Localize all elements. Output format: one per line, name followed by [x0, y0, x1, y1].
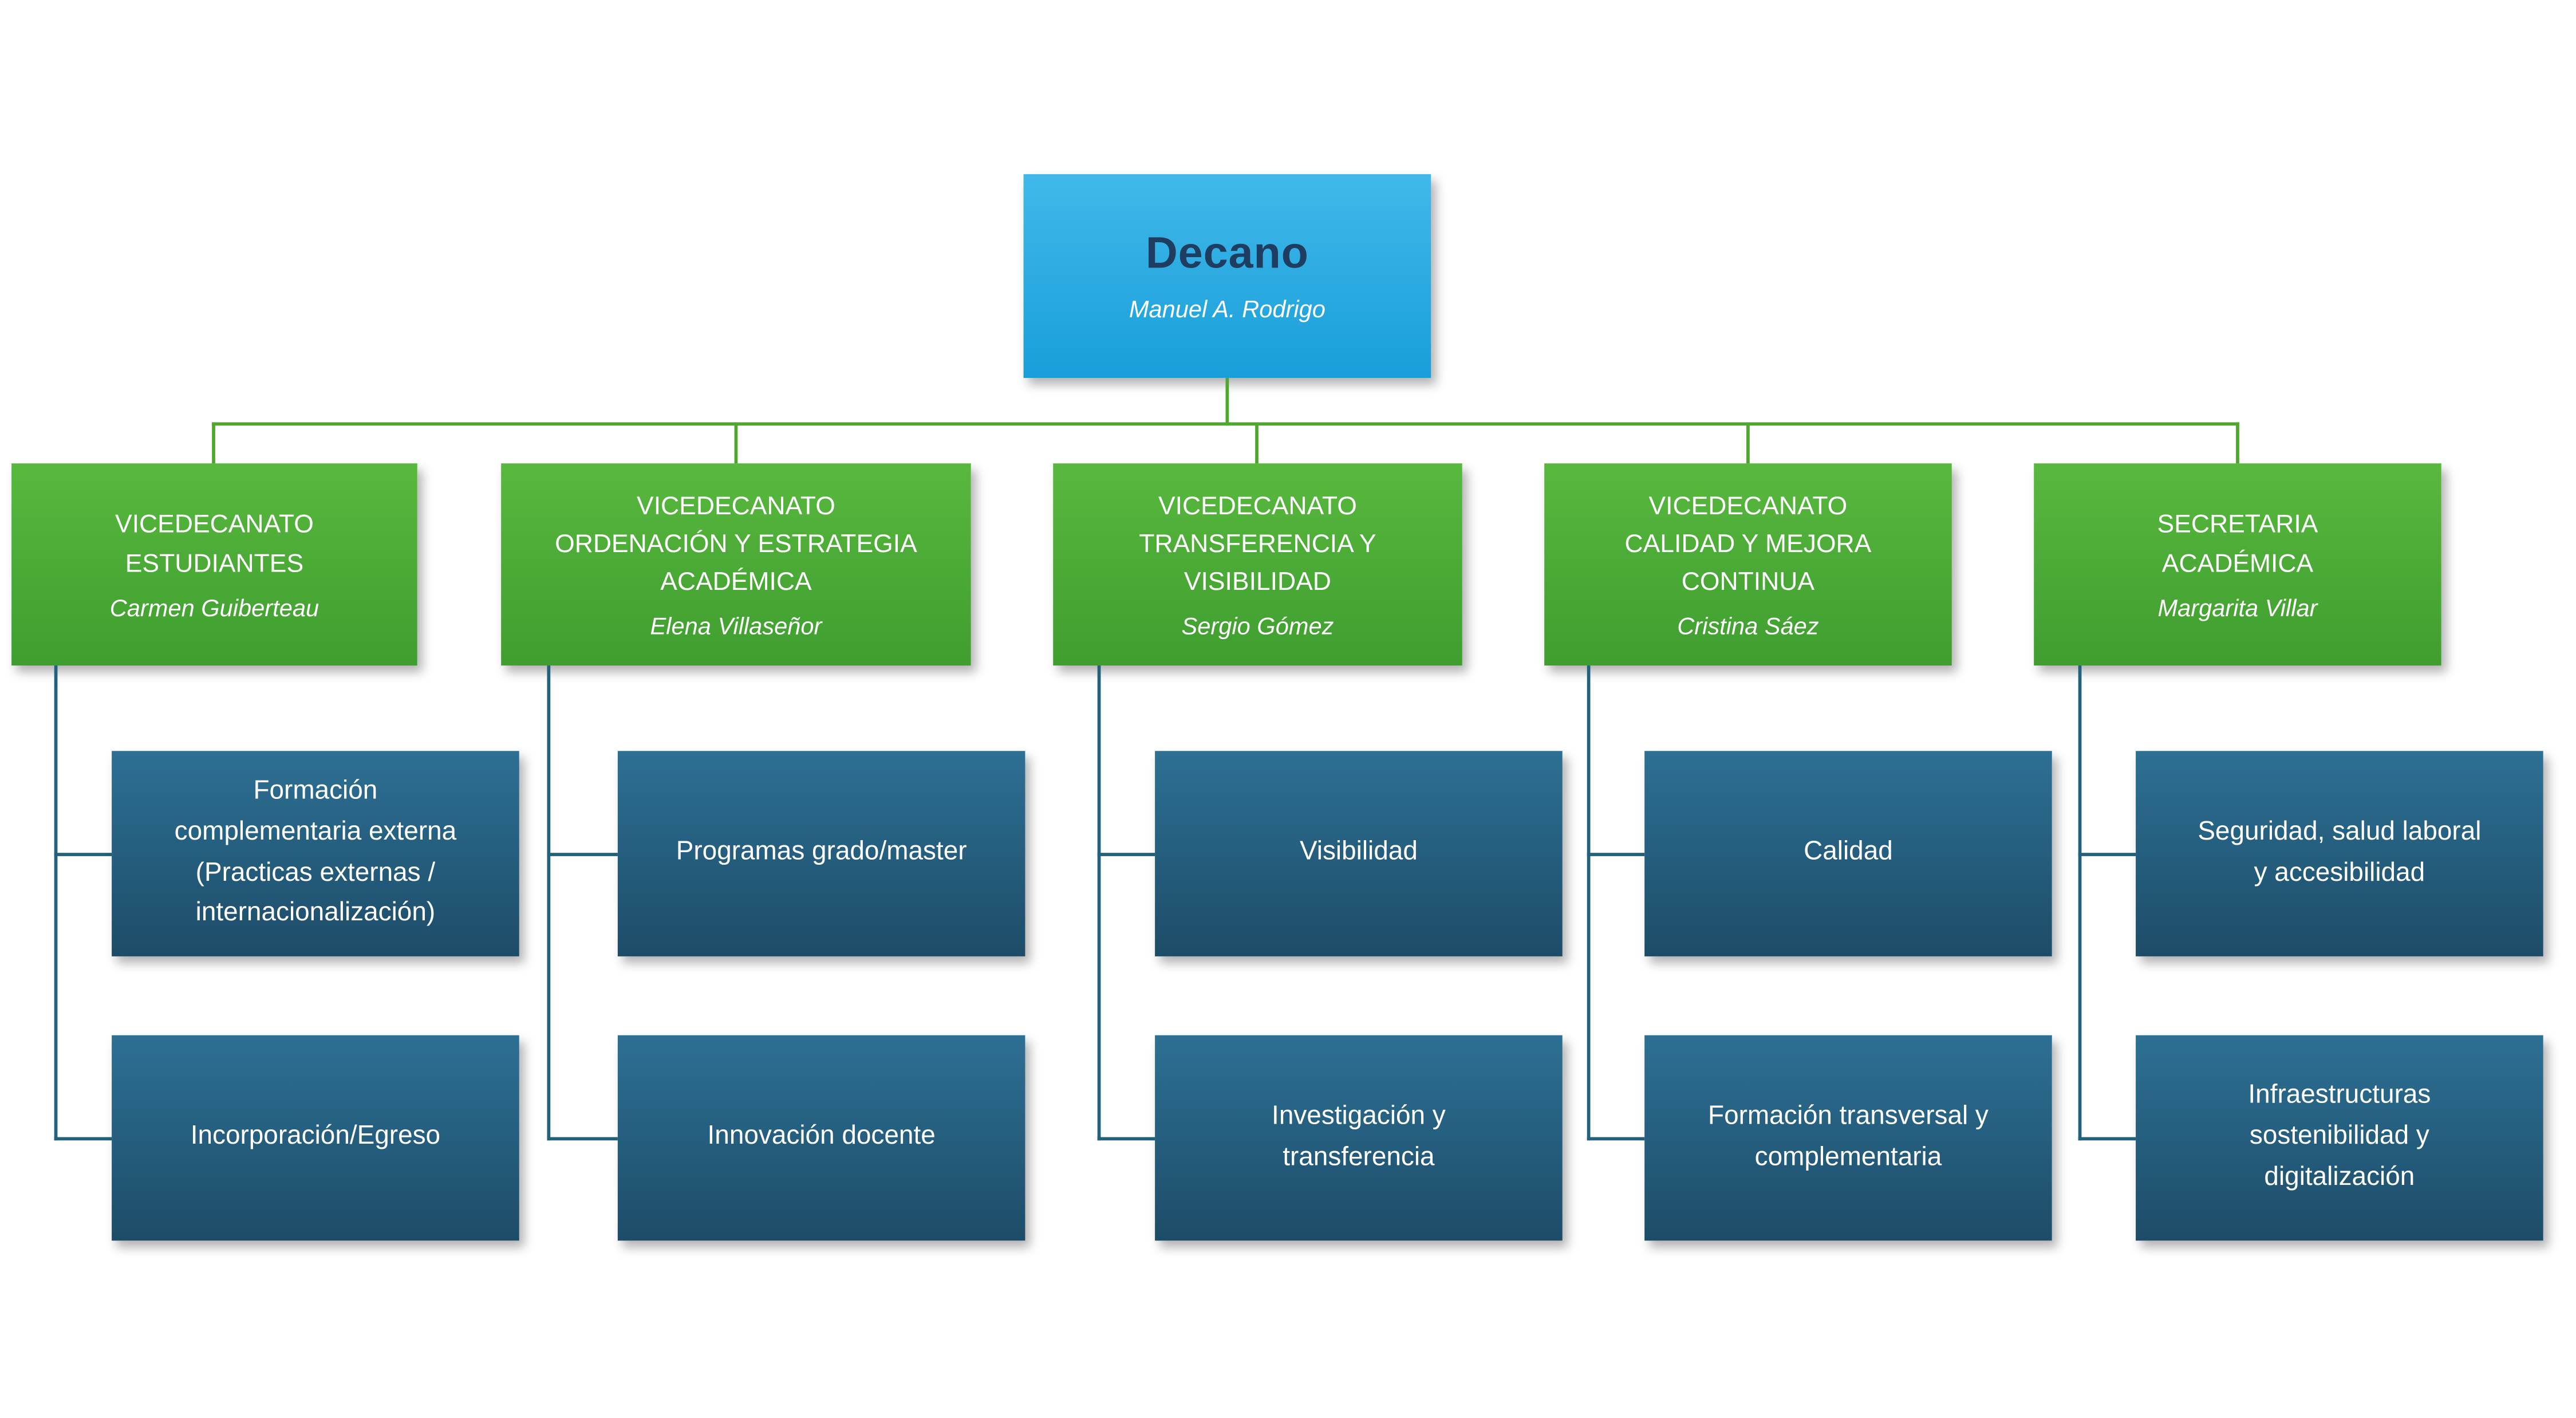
connector-dept2-stub-2	[547, 1137, 618, 1141]
unit-label: Formación transversal y complementaria	[1708, 1102, 1989, 1171]
connector-dept5-stub-2	[2078, 1137, 2136, 1141]
root-person: Manuel A. Rodrigo	[1129, 297, 1326, 324]
connector-drop-2	[734, 422, 738, 464]
connector-drop-3	[1255, 422, 1259, 464]
unit-label: Infraestructuras sostenibilidad y digita…	[2248, 1081, 2431, 1191]
connector-drop-5	[2236, 422, 2239, 464]
connector-dept1-stub-1	[54, 853, 112, 856]
dept-title: VICEDECANATO ESTUDIANTES	[115, 511, 314, 578]
connector-dept5-stub-1	[2078, 853, 2136, 856]
unit-box-formacion-complementaria: Formación complementaria externa (Practi…	[112, 751, 519, 956]
connector-dept5-vertical	[2078, 665, 2082, 1141]
unit-box-infraestructuras: Infraestructuras sostenibilidad y digita…	[2136, 1035, 2543, 1241]
unit-box-incorporacion-egreso: Incorporación/Egreso	[112, 1035, 519, 1241]
root-box-decano: Decano Manuel A. Rodrigo	[1023, 174, 1431, 378]
dept-person: Sergio Gómez	[1181, 615, 1334, 642]
dept-box-secretaria-academica: SECRETARIA ACADÉMICA Margarita Villar	[2034, 463, 2441, 666]
dept-title: VICEDECANATO ORDENACIÓN Y ESTRATEGIA ACA…	[555, 492, 917, 597]
unit-label: Formación complementaria externa (Practi…	[174, 777, 457, 928]
dept-person: Elena Villaseñor	[650, 615, 822, 642]
connector-dept4-stub-2	[1587, 1137, 1645, 1141]
connector-trunk	[212, 422, 2239, 426]
root-title: Decano	[1145, 228, 1309, 278]
unit-label: Incorporación/Egreso	[190, 1122, 441, 1151]
unit-label: Innovación docente	[707, 1122, 936, 1151]
connector-drop-4	[1746, 422, 1750, 464]
dept-title: VICEDECANATO CALIDAD Y MEJORA CONTINUA	[1624, 492, 1872, 597]
unit-box-formacion-transversal: Formación transversal y complementaria	[1644, 1035, 2052, 1241]
connector-dept3-vertical	[1097, 665, 1101, 1141]
dept-person: Carmen Guiberteau	[109, 596, 319, 623]
dept-box-estudiantes: VICEDECANATO ESTUDIANTES Carmen Guiberte…	[11, 463, 417, 666]
unit-label: Investigación y transferencia	[1272, 1102, 1446, 1171]
connector-drop-1	[212, 422, 215, 464]
connector-dept4-stub-1	[1587, 853, 1645, 856]
dept-box-calidad-mejora: VICEDECANATO CALIDAD Y MEJORA CONTINUA C…	[1544, 463, 1952, 666]
unit-box-innovacion-docente: Innovación docente	[617, 1035, 1025, 1241]
connector-dept2-vertical	[547, 665, 551, 1141]
connector-dept1-stub-2	[54, 1137, 112, 1141]
dept-box-ordenacion-academica: VICEDECANATO ORDENACIÓN Y ESTRATEGIA ACA…	[501, 463, 971, 666]
unit-label: Visibilidad	[1299, 838, 1418, 866]
dept-person: Cristina Sáez	[1677, 615, 1819, 642]
unit-label: Programas grado/master	[676, 838, 967, 866]
unit-box-programas-grado-master: Programas grado/master	[617, 751, 1025, 956]
connector-dept2-stub-1	[547, 853, 618, 856]
unit-box-calidad: Calidad	[1644, 751, 2052, 956]
connector-dept4-vertical	[1587, 665, 1591, 1141]
connector-dept3-stub-2	[1097, 1137, 1155, 1141]
dept-title: VICEDECANATO TRANSFERENCIA Y VISIBILIDAD	[1139, 492, 1376, 597]
unit-box-visibilidad: Visibilidad	[1155, 751, 1563, 956]
dept-title: SECRETARIA ACADÉMICA	[2157, 511, 2318, 578]
unit-label: Seguridad, salud laboral y accesibilidad	[2198, 818, 2482, 887]
connector-dept3-stub-1	[1097, 853, 1155, 856]
unit-label: Calidad	[1804, 838, 1893, 866]
connector-dept1-vertical	[54, 665, 58, 1141]
dept-person: Margarita Villar	[2157, 596, 2318, 623]
unit-box-seguridad-salud: Seguridad, salud laboral y accesibilidad	[2136, 751, 2543, 956]
dept-box-transferencia-visibilidad: VICEDECANATO TRANSFERENCIA Y VISIBILIDAD…	[1053, 463, 1462, 666]
connector-root-stem	[1225, 377, 1229, 426]
unit-box-investigacion-transferencia: Investigación y transferencia	[1155, 1035, 1563, 1241]
